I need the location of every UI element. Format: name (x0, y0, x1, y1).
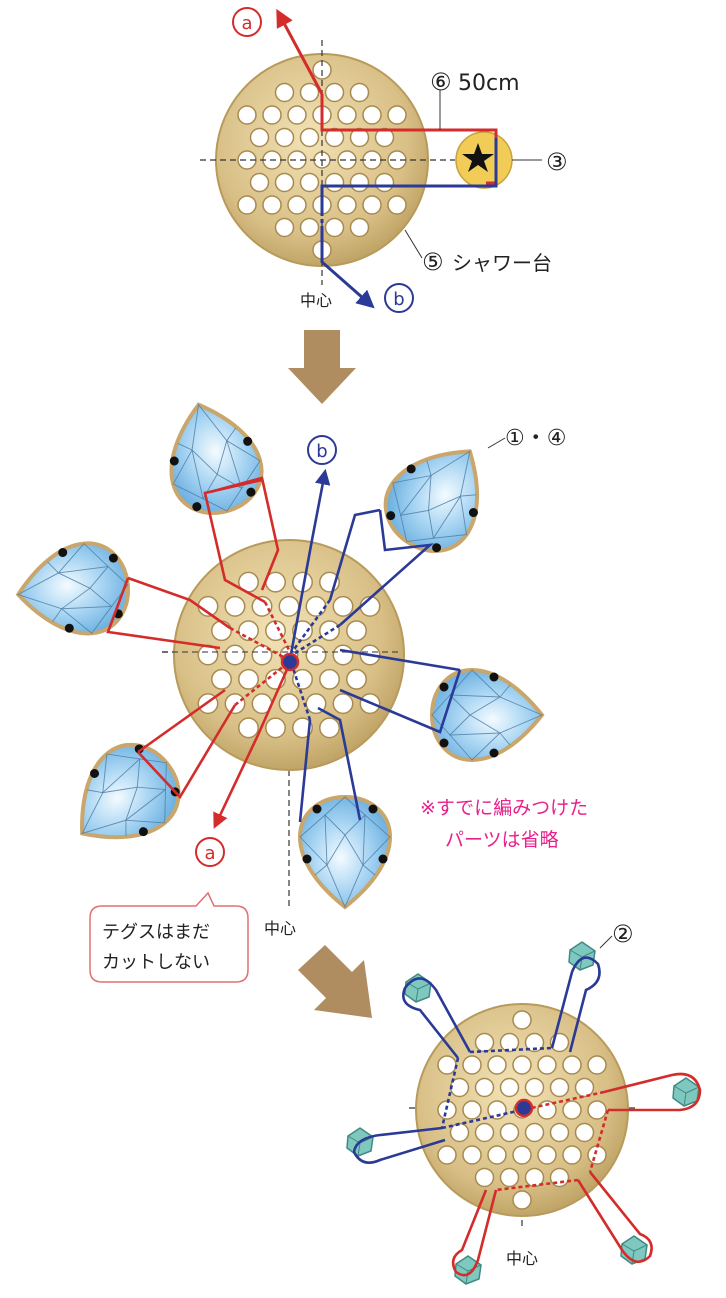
callout-line2: カットしない (102, 952, 210, 973)
center-label-bottom: 中心 (506, 1249, 538, 1268)
middle-diagram: b a ①・④ 中心 ※すでに編みつけた パーツは省略 テグスはまだ カットしな… (15, 402, 588, 983)
step6-length: 50cm (458, 71, 520, 96)
callout-line1: テグスはまだ (102, 922, 210, 943)
bottom-diagram: ② 中心 (346, 920, 702, 1285)
callout-box: テグスはまだ カットしない (89, 891, 249, 983)
down-arrow-icon (288, 330, 356, 404)
stone-bottom (297, 794, 393, 910)
part-5-text: シャワー台 (452, 251, 552, 275)
center-label-top: 中心 (300, 291, 332, 310)
center-label-middle: 中心 (264, 919, 296, 938)
star-icon (462, 143, 494, 172)
top-diagram: a b ⑥ 50cm ③ ⑤ シャワー台 中心 (200, 7, 568, 313)
part-5-num: ⑤ (422, 248, 444, 276)
note-line2: パーツは省略 (445, 829, 559, 851)
parts-1-4-label: ①・④ (505, 426, 566, 451)
stone-right (429, 667, 545, 763)
part-2-label: ② (612, 920, 634, 948)
stone-top-left (169, 402, 264, 515)
stones (15, 402, 545, 910)
stone-left (15, 541, 130, 636)
stone-bottom-left (80, 742, 181, 840)
bead-3 (455, 131, 513, 189)
marker-a-top: a (241, 13, 252, 34)
marker-a-middle: a (204, 843, 215, 864)
diagonal-arrow-icon (298, 945, 372, 1018)
step6-num: ⑥ (430, 68, 452, 96)
part-3-label: ③ (546, 148, 568, 176)
marker-b-middle: b (316, 441, 327, 462)
stone-top-right (383, 449, 479, 553)
note-line1: ※すでに編みつけた (420, 797, 588, 819)
marker-b-top: b (393, 289, 404, 310)
